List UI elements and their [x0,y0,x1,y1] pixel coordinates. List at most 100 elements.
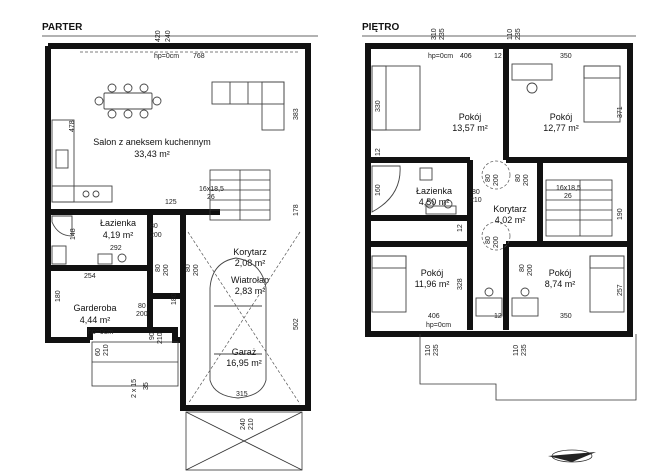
dim-label: 148 [70,228,77,240]
room-area-garaz: 16,95 m² [226,358,262,368]
dim-label: 200 [136,311,148,318]
dim-label: 200 [193,264,200,276]
door-swing [481,160,511,190]
dim-label: 350 [560,313,572,320]
dim-label: 210 [248,418,255,430]
floor-title-pietro: PIĘTRO [362,22,399,33]
dim-label: 235 [515,28,522,40]
dim-label: 80 [485,236,492,244]
kitchen-counter [51,119,113,203]
dim-label: 371 [617,106,624,118]
dim-label: 80 [155,264,162,272]
garage-diagonal [187,231,301,405]
dim-label: 178 [293,204,300,216]
dim-label: hp=0cm [428,53,453,60]
dim-label: 125 [165,199,177,206]
dim-label: 60 [95,348,102,356]
room-name-pokoj3: Pokój [421,268,444,278]
dim-label: 254 [84,273,96,280]
room-name-pokoj1: Pokój [459,112,482,122]
dim-label: 200 [493,174,500,186]
dim-label: 210 [470,197,482,204]
room-area-lazienka-upper: 4,50 m² [419,197,450,207]
dim-label: 12 [375,148,382,156]
dim-label: 292 [110,245,122,252]
dim-label: 12 [494,313,502,320]
dim-label: 110 [513,345,520,356]
entrance-steps [91,341,179,387]
dim-label: 160 [375,184,382,196]
dim-label: 200 [150,232,162,239]
dim-label: 110 [507,29,514,40]
dim-label: 80 [519,264,526,272]
dim-label: 180 [171,293,178,305]
dim-label: 330 [375,100,382,112]
dim-label: 26 [564,193,572,200]
stairs-upper [545,179,613,237]
room-area-pokoj3: 11,96 m² [415,279,450,289]
dim-label: 35 [143,382,150,390]
dim-label: 80 [485,174,492,182]
dim-label: 16x18,5 [556,185,581,192]
dim-label: 478 [69,120,76,132]
room-area-garderoba: 4,44 m² [80,315,111,325]
dim-label: 235 [521,344,528,356]
dim-label: 180 [55,290,62,302]
dim-label: hp=0cm [426,322,451,329]
room-name-korytarz: Korytarz [233,247,267,257]
dim-label: 200 [527,264,534,276]
dim-label: 406 [428,313,440,320]
dim-label: 16x18,5 [199,186,224,193]
room-name-pokoj4: Pokój [549,268,572,278]
dim-label: 502 [293,318,300,330]
dim-label: 200 [163,264,170,276]
door-swing [481,221,511,251]
dim-label: 110 [425,345,432,356]
dim-label: 310 [431,28,438,40]
dim-label: 80 [515,174,522,182]
desk-chair [511,63,553,94]
dim-label: 12 [457,224,464,232]
dim-label: 328 [457,278,464,290]
dim-label: 235 [433,344,440,356]
dim-label: 257 [617,284,624,296]
dim-label: 406 [460,53,472,60]
upper-walls [365,43,633,337]
dim-label: 190 [617,208,624,220]
sofa [211,81,285,131]
room-name-korytarz-upper: Korytarz [493,204,527,214]
floor-title-parter: PARTER [42,22,83,33]
dim-label: 80 [150,223,158,230]
room-name-pokoj2: Pokój [550,112,573,122]
north-arrow-icon [548,449,596,463]
room-area-pokoj4: 8,74 m² [545,279,576,289]
dim-label: 210 [157,332,164,344]
bed [583,65,621,123]
dining-table [94,83,162,119]
room-name-lazienka-upper: Łazienka [416,186,452,196]
bathroom-fixtures [371,165,457,215]
dim-label: 90 [149,332,156,340]
room-area-salon: 33,43 m² [134,149,170,159]
bathroom-fixtures [51,215,127,265]
dim-label: 200 [523,174,530,186]
dim-label: hp=0cm [88,329,113,336]
bed [589,255,625,313]
bed [371,65,421,131]
dim-label: 200 [493,236,500,248]
room-area-lazienka: 4,19 m² [103,230,134,240]
dim-label: 420 [155,30,162,42]
dim-label: 2 x 15 [131,379,138,398]
room-area-pokoj2: 12,77 m² [543,123,579,133]
dim-label: 768 [193,53,205,60]
dim-label: 350 [560,53,572,60]
room-name-wiatrolap: Wiatrołap [231,275,269,285]
dim-label: 80 [472,189,480,196]
dim-label: 12 [494,53,502,60]
room-name-salon: Salon z aneksem kuchennym [93,137,211,147]
dim-label: 235 [439,28,446,40]
dim-label: 240 [240,418,247,430]
desk-chair [475,287,539,317]
room-area-korytarz-upper: 4,02 m² [495,215,526,225]
ground-walls [45,43,311,411]
